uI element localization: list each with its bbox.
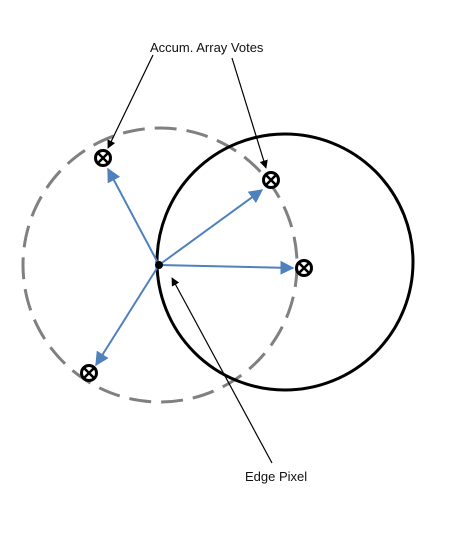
vector-arrow-lower-left	[95, 264, 160, 367]
edge-pixel-label: Edge Pixel	[245, 469, 307, 484]
vote-marker-icon	[80, 364, 98, 382]
vote-marker-icon	[295, 259, 313, 277]
callout-arrow-edge-pixel	[171, 277, 273, 464]
callout-arrow-votes-right	[231, 57, 268, 169]
vector-arrow-upper-left	[107, 167, 160, 266]
edge-pixel-dot-icon	[155, 261, 163, 269]
object-circle-solid	[155, 132, 415, 392]
accum-votes-label: Accum. Array Votes	[150, 40, 264, 55]
vote-marker-icon	[262, 171, 280, 189]
vote-marker-icon	[94, 149, 112, 167]
vector-arrow-upper-right	[158, 189, 264, 266]
callout-arrow-votes-left	[107, 54, 154, 149]
vector-arrow-right	[158, 260, 295, 275]
